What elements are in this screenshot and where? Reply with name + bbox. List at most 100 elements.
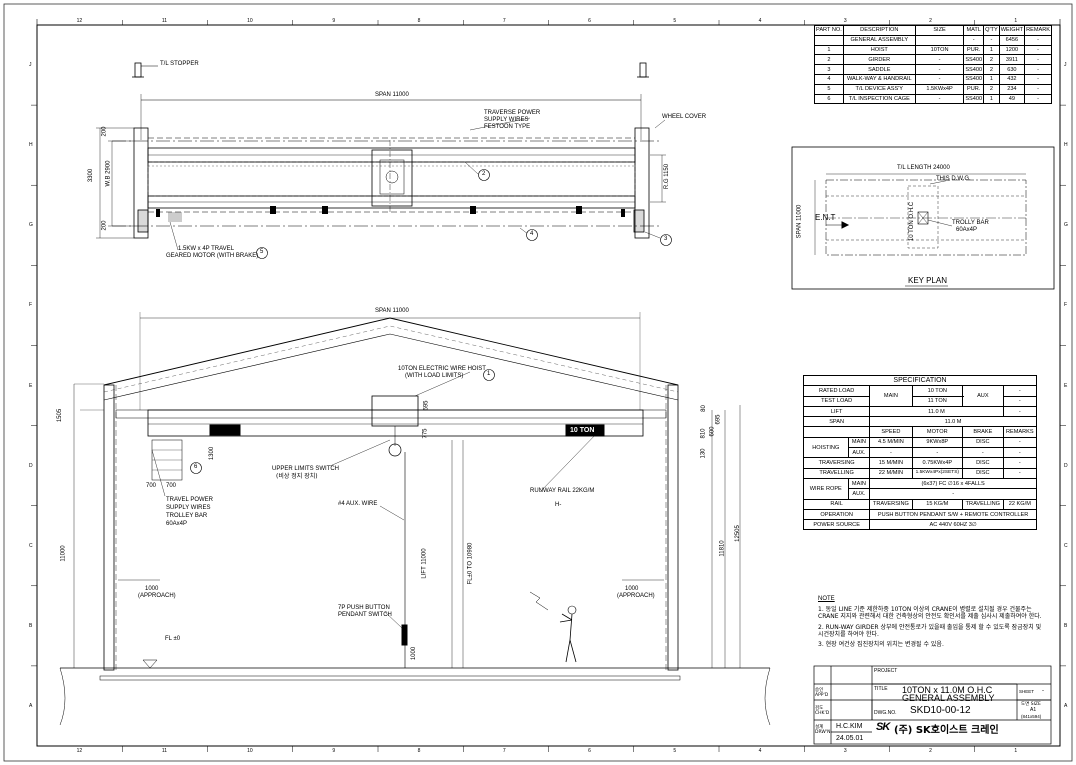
border-column-number: 2 bbox=[929, 18, 932, 24]
dim-695-hoist: 695 bbox=[423, 400, 430, 411]
bom-cell: PUR. bbox=[963, 44, 985, 56]
dim-700-left: 700 bbox=[146, 483, 157, 489]
hoist-label-line2: (WITH LOAD LIMITS) bbox=[405, 373, 464, 379]
bom-cell: 1 bbox=[983, 44, 1000, 56]
border-column-number: 2 bbox=[929, 748, 932, 754]
spec-cell: - bbox=[869, 447, 913, 459]
bom-cell: - bbox=[983, 34, 1000, 46]
balloon-1: 1 bbox=[487, 371, 491, 377]
aux-wire-label: #4 AUX. WIRE bbox=[338, 501, 378, 507]
bom-cell: - bbox=[1024, 64, 1052, 75]
tb-title-line1: 10TON x 11.0M O.H.C bbox=[902, 685, 993, 695]
bom-cell: - bbox=[1024, 54, 1052, 66]
travel-power-line2: SUPPLY WIRES bbox=[166, 505, 211, 511]
balloon-2: 2 bbox=[482, 171, 486, 177]
bom-cell: 6 bbox=[814, 93, 844, 105]
dim-1505: 1505 bbox=[57, 408, 64, 423]
dim-775: 775 bbox=[422, 428, 429, 439]
note-item: 3. 현장 여건상 집진장치의 위치는 변경될 수 있음. bbox=[818, 641, 944, 649]
bom-cell: 1 bbox=[983, 73, 1000, 85]
hoist-label-line1: 10TON ELECTRIC WIRE HOIST bbox=[398, 366, 486, 372]
tb-drwn-label: 설계 DRW'N bbox=[815, 725, 831, 735]
spec-cell: 11.0 M bbox=[869, 405, 1004, 418]
spec-cell: 10 TON bbox=[911, 385, 964, 397]
balloon-4: 4 bbox=[530, 231, 534, 237]
spec-cell: SPAN bbox=[802, 416, 871, 428]
spec-cell: RATED LOAD bbox=[802, 385, 871, 397]
tb-size-value: A1 bbox=[1030, 707, 1037, 713]
border-column-number: 10 bbox=[247, 18, 253, 24]
spec-cell: DISC bbox=[962, 467, 1004, 479]
border-row-letter: B bbox=[1064, 622, 1068, 629]
border-column-number: 5 bbox=[673, 748, 677, 754]
approach-left-label: (APPROACH) bbox=[138, 593, 176, 599]
tb-dwg-number: SKD10-00-12 bbox=[910, 705, 971, 716]
note-item: 2. RUN-WAY GIRDER 상부에 안전통로가 있을때 출입을 통제 할… bbox=[818, 623, 1042, 638]
tb-size-label: 도면 SIZE bbox=[1021, 702, 1041, 707]
tb-chkd-label: 검도 CHK'D bbox=[815, 706, 830, 716]
bom-cell: SS400 bbox=[963, 64, 985, 75]
bom-cell: 3911 bbox=[998, 54, 1026, 66]
border-column-number: 11 bbox=[161, 18, 168, 24]
upper-limits-line2: (비상 정지 장치) bbox=[276, 473, 318, 480]
spec-cell: MOTOR bbox=[911, 426, 964, 438]
balloon-6: 6 bbox=[194, 464, 198, 470]
dim-130: 130 bbox=[700, 448, 707, 459]
bom-cell: 1 bbox=[983, 93, 1000, 105]
bom-cell: - bbox=[1024, 83, 1052, 95]
border-column-number: 9 bbox=[332, 18, 336, 24]
bom-cell: 3 bbox=[814, 64, 844, 75]
bom-cell: 1.5KWx4P bbox=[914, 83, 965, 95]
border-row-letter: J bbox=[1064, 62, 1067, 69]
tb-dwg-label: DWG.NO. bbox=[874, 710, 897, 716]
border-column-number: 4 bbox=[758, 18, 762, 24]
travel-power-line3: TROLLEY BAR bbox=[166, 513, 208, 519]
bom-cell: - bbox=[914, 64, 965, 75]
spec-cell: 1.5KWx4Px(2SETS) bbox=[911, 467, 964, 479]
upper-limits-line1: UPPER LIMITS SWITCH bbox=[272, 466, 340, 472]
spec-cell: LIFT bbox=[802, 405, 871, 418]
border-column-number: 4 bbox=[758, 748, 762, 754]
tb-drawer-name: H.C.KIM bbox=[836, 723, 863, 730]
border-column-number: 3 bbox=[843, 18, 847, 24]
push-button-line2: PENDANT SWITCH bbox=[338, 612, 392, 618]
dim-200-top: 200 bbox=[101, 126, 108, 137]
spec-cell: 11.0 M bbox=[869, 416, 1037, 428]
border-column-number: 1 bbox=[1014, 748, 1018, 754]
spec-cell bbox=[802, 426, 871, 438]
dim-12505: 12505 bbox=[734, 525, 741, 542]
push-button-line1: 7P PUSH BUTTON bbox=[338, 605, 390, 611]
bom-cell: HOIST bbox=[842, 44, 916, 56]
bom-cell: - bbox=[914, 73, 965, 85]
border-row-letter: D bbox=[29, 462, 33, 469]
spec-cell: - bbox=[911, 447, 964, 459]
specification-table: SPECIFICATION RATED LOAD MAIN 10 TON AUX… bbox=[802, 374, 1038, 531]
lift-dim: LIFT 11000 bbox=[421, 548, 428, 579]
dim-200-bottom: 200 bbox=[101, 220, 108, 231]
spec-cell: MAIN bbox=[847, 436, 871, 449]
spec-cell: 15 KG/M bbox=[911, 498, 964, 510]
bom-cell: SADDLE bbox=[842, 64, 916, 75]
border-row-letter: C bbox=[1064, 542, 1068, 549]
bom-cell: 1200 bbox=[998, 44, 1026, 56]
bom-cell: T/L INSPECTION CAGE bbox=[842, 93, 916, 105]
front-span-label: SPAN 11000 bbox=[375, 308, 409, 314]
border-column-number: 6 bbox=[588, 748, 591, 754]
bom-cell: - bbox=[1024, 44, 1052, 56]
traverse-power-line2: SUPPLY WIRES bbox=[484, 117, 529, 123]
dim-80: 80 bbox=[700, 405, 707, 412]
spec-cell: AUX. bbox=[847, 488, 871, 500]
border-row-letter: G bbox=[29, 222, 33, 229]
spec-cell: RAIL bbox=[802, 498, 871, 510]
bom-cell: - bbox=[963, 34, 985, 46]
bom-cell: 432 bbox=[998, 73, 1026, 85]
bom-cell: - bbox=[1024, 93, 1052, 105]
travel-power-line1: TRAVEL POWER bbox=[166, 497, 214, 503]
bom-cell: 2 bbox=[814, 54, 844, 66]
spec-cell: AUX. bbox=[847, 447, 871, 459]
bom-header: SIZE bbox=[914, 25, 965, 36]
border-column-number: 8 bbox=[417, 18, 421, 24]
